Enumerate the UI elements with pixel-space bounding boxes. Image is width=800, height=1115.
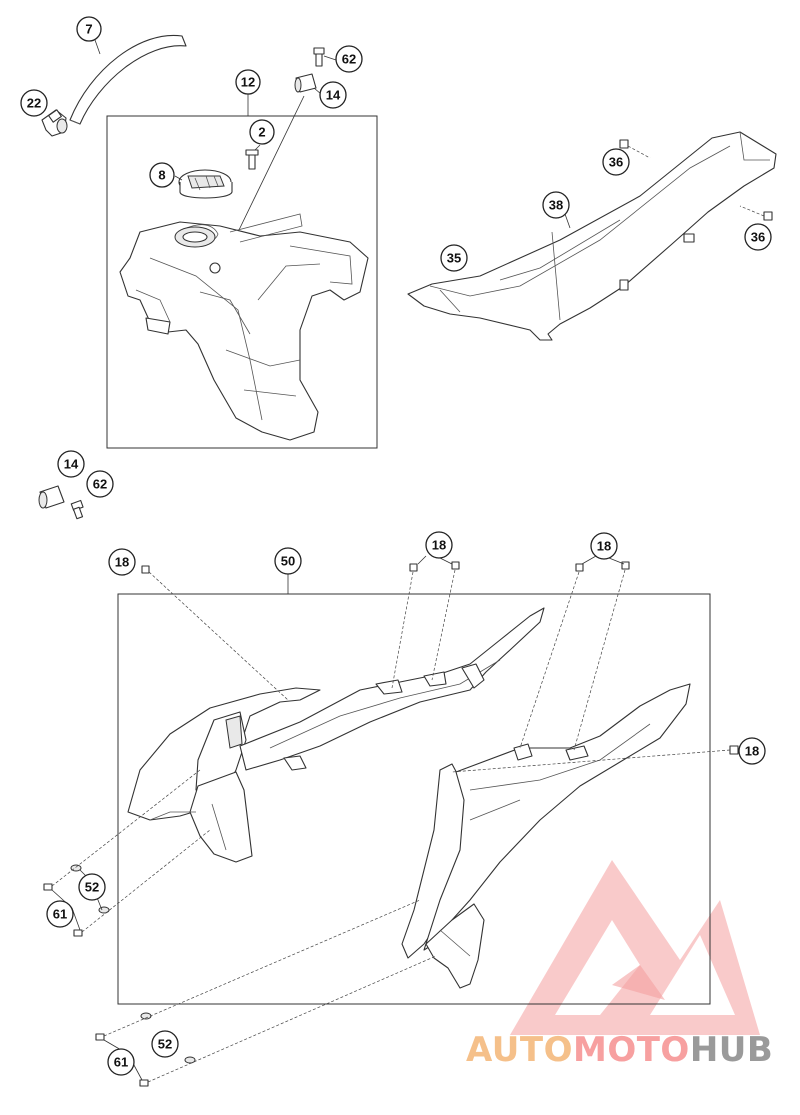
svg-text:8: 8 xyxy=(158,168,165,183)
callout-50: 50 xyxy=(274,547,302,575)
svg-text:18: 18 xyxy=(115,555,129,570)
svg-text:52: 52 xyxy=(158,1037,172,1052)
callout-14-loose: 14 xyxy=(57,450,85,478)
callout-52-bottom: 52 xyxy=(151,1030,179,1058)
callout-7: 7 xyxy=(76,16,102,42)
svg-text:62: 62 xyxy=(342,52,356,67)
svg-text:35: 35 xyxy=(447,251,461,266)
watermark-moto: MOTO xyxy=(572,1030,690,1070)
callout-18-mid: 18 xyxy=(425,531,453,559)
watermark-logo xyxy=(510,860,760,1035)
svg-text:36: 36 xyxy=(751,230,765,245)
leader-8 xyxy=(174,175,183,181)
fuel-tank-group-frame xyxy=(106,115,378,449)
tank-panels-group-frame xyxy=(117,593,711,1005)
leader-62-top xyxy=(323,55,337,61)
svg-text:12: 12 xyxy=(241,75,255,90)
svg-text:61: 61 xyxy=(114,1055,128,1070)
svg-text:62: 62 xyxy=(93,477,107,492)
seat-screw-front xyxy=(619,139,651,159)
spacer-14-loose xyxy=(38,485,65,509)
seat xyxy=(407,131,777,341)
screw-61-left xyxy=(43,769,211,937)
svg-text:61: 61 xyxy=(53,907,67,922)
leader-7 xyxy=(94,39,101,55)
callout-18-right: 18 xyxy=(590,532,618,560)
screw-18-c xyxy=(519,555,630,751)
callout-14-top: 14 xyxy=(319,81,347,109)
svg-text:14: 14 xyxy=(326,88,341,103)
callout-8: 8 xyxy=(149,162,175,188)
callout-22: 22 xyxy=(20,89,48,117)
callout-62-top: 62 xyxy=(335,45,363,73)
svg-text:18: 18 xyxy=(745,744,759,759)
callout-18-left: 18 xyxy=(108,548,136,576)
seat-screw-rear xyxy=(739,205,773,221)
callout-12: 12 xyxy=(235,69,261,95)
watermark-hub: HUB xyxy=(689,1030,774,1070)
svg-text:2: 2 xyxy=(258,125,265,140)
screw-62-top xyxy=(313,47,325,67)
svg-text:7: 7 xyxy=(85,22,92,37)
callout-35: 35 xyxy=(440,244,468,272)
svg-text:38: 38 xyxy=(549,198,563,213)
svg-text:52: 52 xyxy=(85,880,99,895)
callout-36-front: 36 xyxy=(602,148,630,176)
watermark-text: AUTOMOTOHUB xyxy=(466,1030,796,1070)
svg-text:22: 22 xyxy=(27,96,41,111)
callout-38: 38 xyxy=(542,191,570,219)
callout-62-loose: 62 xyxy=(86,470,114,498)
screw-61-bottom xyxy=(95,899,437,1087)
svg-text:36: 36 xyxy=(609,155,623,170)
fuel-cap xyxy=(178,169,233,199)
right-tank-panel xyxy=(401,683,691,989)
screw-18-a xyxy=(141,565,289,701)
callout-52-left: 52 xyxy=(78,873,106,901)
svg-text:14: 14 xyxy=(64,457,79,472)
cap-screw xyxy=(245,149,259,170)
elbow-fitting xyxy=(41,109,68,137)
watermark-auto: AUTO xyxy=(466,1030,573,1070)
leader-38 xyxy=(564,213,571,229)
fuel-hose xyxy=(69,34,187,125)
callout-2: 2 xyxy=(249,119,275,145)
spacer-14-top xyxy=(294,73,317,93)
screw-62-loose xyxy=(70,499,84,520)
fuel-tank xyxy=(119,213,369,441)
callout-61-left: 61 xyxy=(46,900,74,928)
callout-36-rear: 36 xyxy=(744,223,772,251)
screw-18-d xyxy=(451,745,739,773)
leader-2 xyxy=(254,144,261,151)
screw-18-b xyxy=(391,555,460,689)
svg-text:18: 18 xyxy=(597,539,611,554)
svg-text:50: 50 xyxy=(281,554,295,569)
leader-screw-line xyxy=(237,95,305,233)
svg-text:18: 18 xyxy=(432,538,446,553)
callout-61-bottom: 61 xyxy=(107,1048,135,1076)
left-tank-panel xyxy=(127,607,545,863)
callout-18-side: 18 xyxy=(738,737,766,765)
